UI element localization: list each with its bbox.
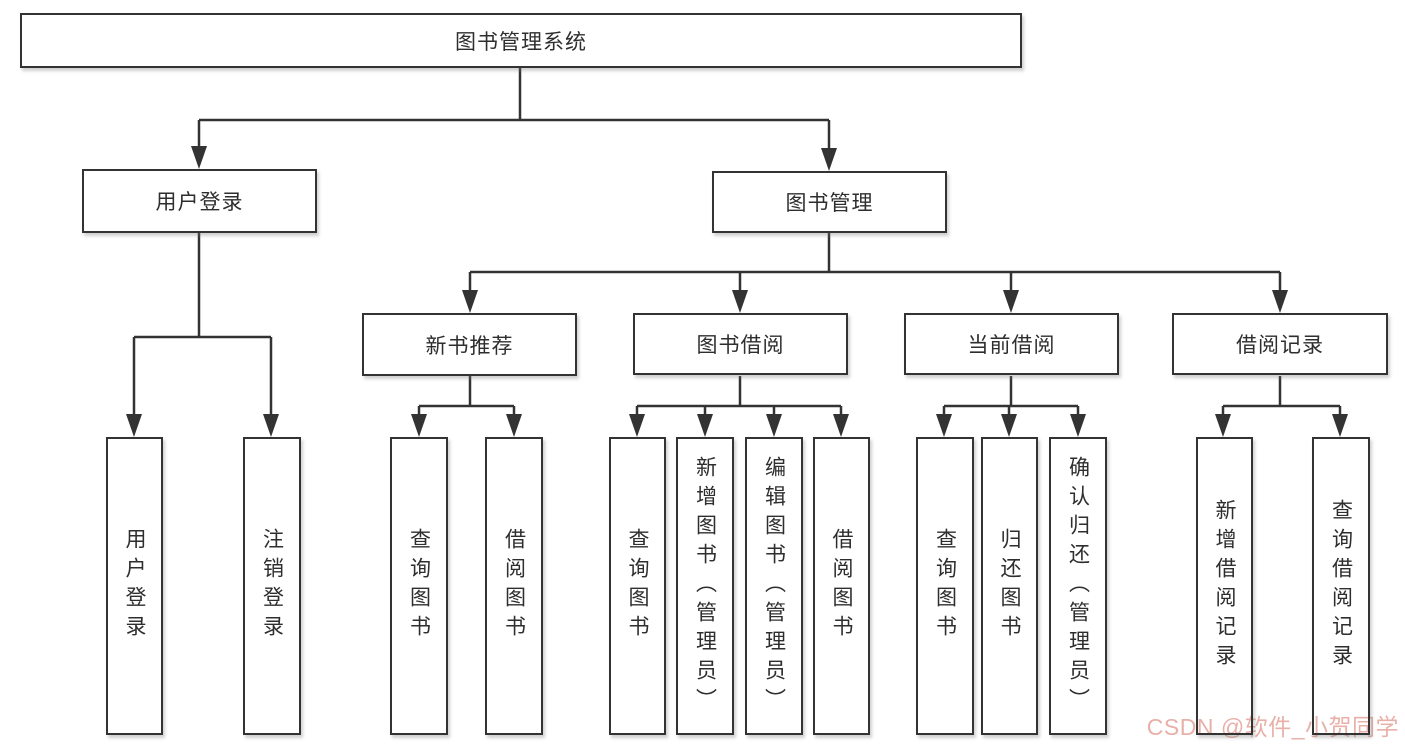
node-user-login-group: 用户登录 xyxy=(82,169,317,233)
node-new-book-recommend: 新书推荐 xyxy=(362,313,577,376)
node-label: 新增图书（管理员） xyxy=(693,455,717,717)
node-label: 查询借阅记录 xyxy=(1329,499,1353,673)
leaf-confirm-return-admin: 确认归还（管理员） xyxy=(1049,437,1107,735)
leaf-logout-login: 注销登录 xyxy=(243,437,301,735)
leaf-add-book-admin: 新增图书（管理员） xyxy=(676,437,734,735)
leaf-recommend-query-book: 查询图书 xyxy=(390,437,448,735)
node-label: 借阅图书 xyxy=(502,528,526,644)
node-label: 查询图书 xyxy=(407,528,431,644)
node-label: 编辑图书（管理员） xyxy=(762,455,786,717)
leaf-borrow-query-book: 查询图书 xyxy=(609,437,666,735)
node-label: 图书借阅 xyxy=(696,334,785,357)
leaf-return-book: 归还图书 xyxy=(981,437,1038,735)
leaf-borrow-book: 借阅图书 xyxy=(813,437,870,735)
node-label: 用户登录 xyxy=(123,528,146,644)
node-label: 当前借阅 xyxy=(967,334,1056,357)
leaf-edit-book-admin: 编辑图书（管理员） xyxy=(745,437,803,735)
node-label: 新增借阅记录 xyxy=(1213,499,1236,673)
node-label: 查询图书 xyxy=(626,528,649,644)
leaf-recommend-borrow-book: 借阅图书 xyxy=(485,437,543,735)
leaf-add-borrow-record: 新增借阅记录 xyxy=(1196,437,1253,735)
node-label: 查询图书 xyxy=(933,528,957,644)
csdn-watermark: CSDN @软件_小贺同学 xyxy=(1146,714,1399,740)
node-label: 确认归还（管理员） xyxy=(1066,455,1090,717)
connector-strokes xyxy=(132,68,1342,414)
node-label: 新书推荐 xyxy=(425,334,514,358)
leaf-user-login: 用户登录 xyxy=(106,437,163,735)
node-borrow-record: 借阅记录 xyxy=(1172,313,1388,375)
node-label: 归还图书 xyxy=(998,528,1021,644)
node-label: 借阅记录 xyxy=(1236,334,1324,357)
node-root-system: 图书管理系统 xyxy=(20,13,1022,68)
node-label: 图书管理系统 xyxy=(455,30,587,54)
node-label: 注销登录 xyxy=(260,528,284,644)
leaf-current-query-book: 查询图书 xyxy=(916,437,974,735)
node-current-borrow: 当前借阅 xyxy=(904,313,1119,375)
node-label: 借阅图书 xyxy=(830,528,853,644)
node-label: 用户登录 xyxy=(155,191,244,214)
arrowheads xyxy=(126,146,1348,437)
node-book-borrow: 图书借阅 xyxy=(633,313,848,375)
leaf-query-borrow-record: 查询借阅记录 xyxy=(1312,437,1370,735)
node-label: 图书管理 xyxy=(785,192,874,215)
node-book-management: 图书管理 xyxy=(712,171,947,233)
